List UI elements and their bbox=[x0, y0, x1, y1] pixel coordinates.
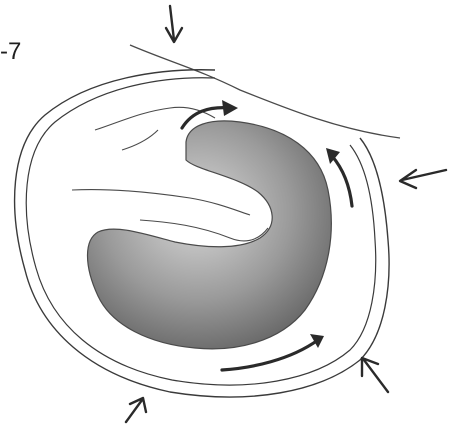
tangent-line bbox=[130, 45, 400, 138]
shaded-c-body bbox=[88, 121, 332, 349]
inner-fold-line bbox=[72, 189, 250, 215]
curved-arrow-icon bbox=[310, 334, 324, 348]
arrow-icon bbox=[364, 360, 388, 392]
curved-arrow-icon bbox=[332, 156, 352, 206]
curved-arrow-icon bbox=[222, 100, 238, 116]
inner-fold-line bbox=[122, 130, 158, 150]
